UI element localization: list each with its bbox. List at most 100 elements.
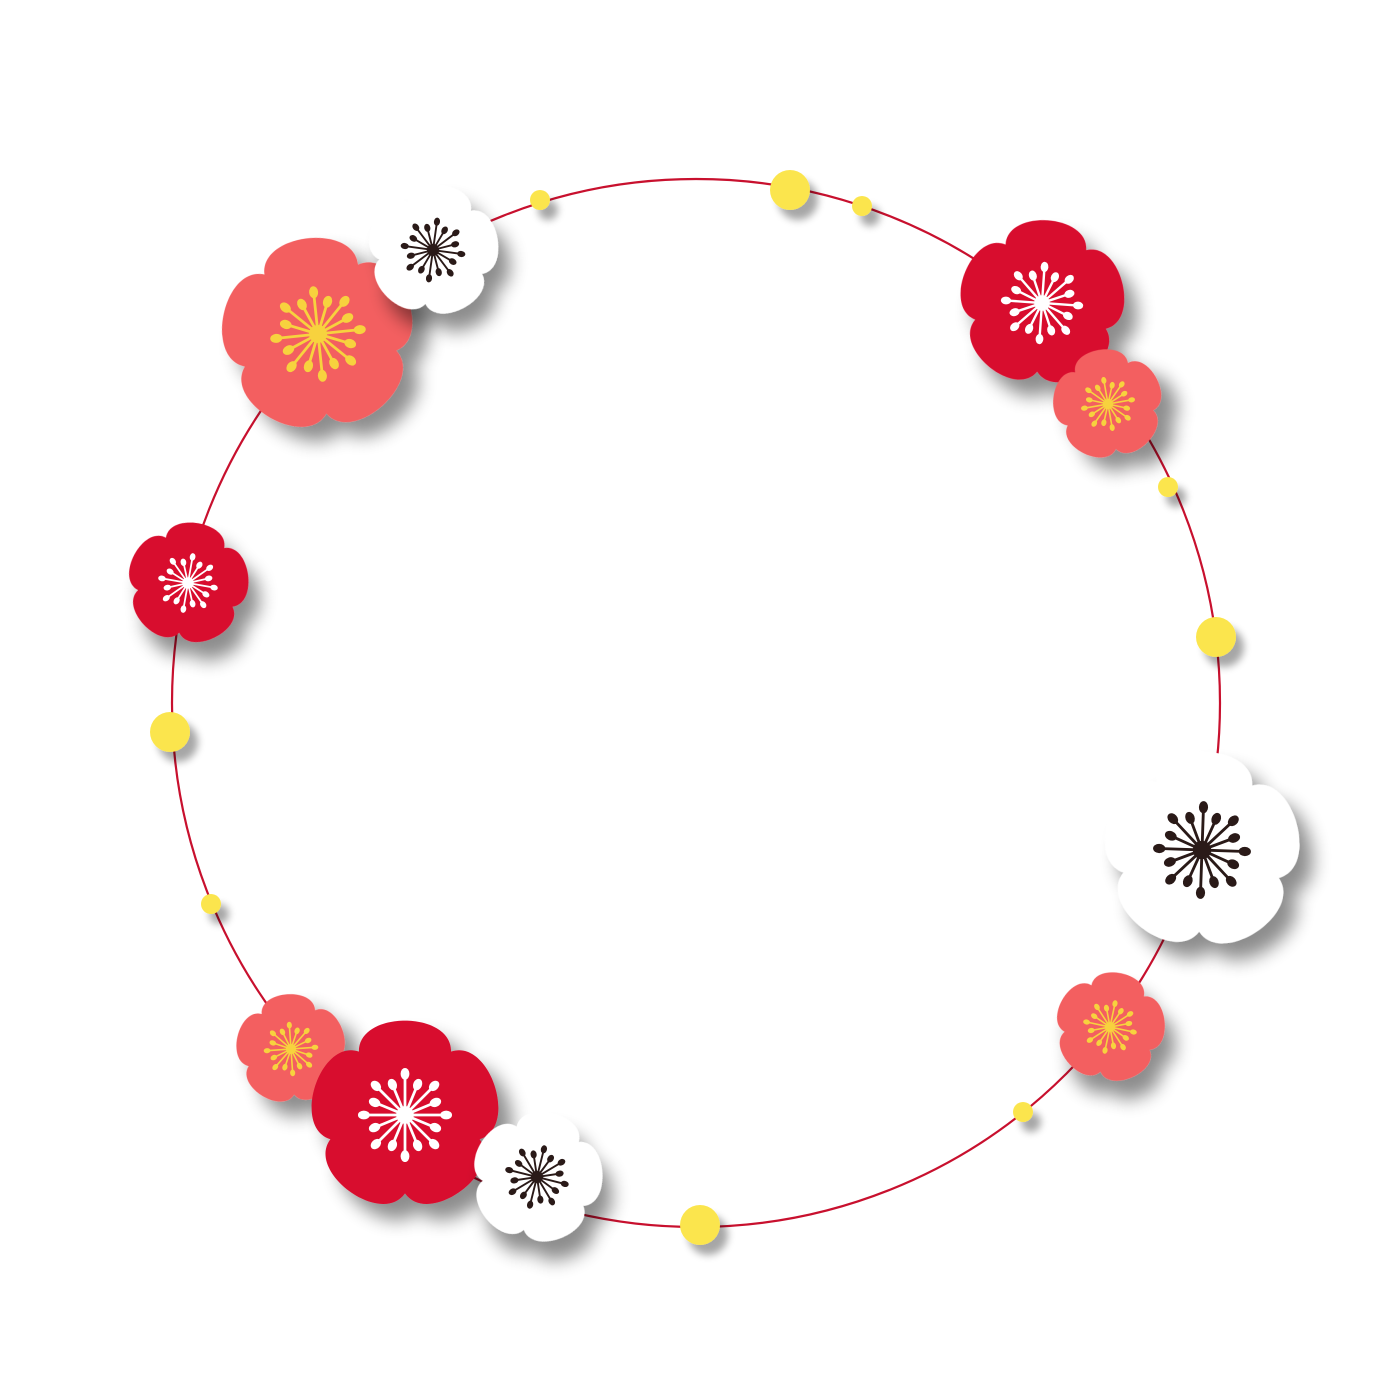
stamen-tip <box>412 1139 423 1152</box>
bead-dot <box>150 712 190 752</box>
stamen-tip <box>1094 384 1101 392</box>
stamen-tip <box>1115 416 1122 424</box>
stamen-tip <box>1024 323 1034 334</box>
stamen-tip <box>1087 1027 1095 1034</box>
stamen-tip <box>429 1122 442 1133</box>
flower-coral-top-left <box>222 237 413 427</box>
stamen-tip <box>341 313 354 323</box>
stamen-tip <box>1094 1003 1100 1011</box>
stamen-tip <box>368 1122 381 1133</box>
bead-dot <box>530 190 550 210</box>
stamen-tip <box>345 355 357 366</box>
flower-crimson-left <box>129 522 249 643</box>
stamen-tip <box>169 557 177 565</box>
stamen-tip <box>440 1110 453 1120</box>
stamen-tip <box>1062 311 1073 321</box>
stamen-tip <box>1028 270 1037 281</box>
stamen-tip <box>204 575 213 582</box>
stamen-tip <box>555 1170 564 1177</box>
stamen-tip <box>1227 815 1239 827</box>
stamen-tip <box>1125 1020 1133 1027</box>
stamen-tip <box>452 229 460 237</box>
stamen-tip <box>1227 859 1240 870</box>
stamen-tip <box>1064 274 1074 284</box>
stamen-tip <box>518 1148 526 1157</box>
stamen-tip <box>1228 833 1241 843</box>
bead-dot <box>770 170 810 210</box>
stamen-tip <box>1109 424 1115 431</box>
stamen-tip <box>548 1197 556 1206</box>
stamen-tip <box>1117 1008 1124 1015</box>
stamen-tip <box>1185 811 1195 824</box>
stamen-tip <box>297 298 307 311</box>
stamen-tip <box>1064 289 1075 298</box>
stamen-tip <box>526 1200 534 1209</box>
stamen-tip <box>1163 857 1176 867</box>
stamen-tip <box>263 1048 271 1054</box>
stamen-tip <box>353 325 366 335</box>
stamen-tip <box>505 1166 514 1174</box>
stamen-tip <box>344 338 357 349</box>
stamen-tip <box>1164 830 1177 841</box>
stamen-tip <box>451 241 460 248</box>
stamen-tip <box>435 268 442 277</box>
stamen-tip <box>329 357 339 370</box>
bead-dot <box>680 1205 720 1245</box>
stamen-tip <box>387 1078 398 1091</box>
stamen-tip <box>370 1080 382 1092</box>
stamen-tip <box>309 286 319 299</box>
stamen-tip <box>428 1080 440 1092</box>
stamen-center <box>309 325 327 343</box>
stamen-center <box>285 1043 297 1055</box>
stamen-tip <box>519 1191 527 1200</box>
stamen-center <box>426 243 440 257</box>
stamen-tip <box>279 1028 286 1036</box>
stamen-tip <box>1198 801 1209 814</box>
flower-crimson-top-right <box>960 220 1125 383</box>
stamen-tip <box>400 1067 410 1080</box>
stamen-tip <box>180 558 187 567</box>
stamen-tip <box>1123 405 1131 411</box>
bead-dot <box>852 196 872 216</box>
stamen-tip <box>1010 322 1020 332</box>
stamen-tip <box>1182 875 1193 888</box>
stamen-tip <box>448 258 457 265</box>
stamen-tip <box>1167 813 1179 825</box>
stamen-tip <box>424 223 431 232</box>
stamen-tip <box>202 591 210 598</box>
stamen-tip <box>163 584 172 591</box>
flower-coral-bottom-right <box>1057 972 1165 1081</box>
stamen-tip <box>290 1069 296 1077</box>
stamen-tip <box>1103 1004 1110 1012</box>
stamen-tip <box>560 1180 569 1188</box>
flower-white-right <box>1105 751 1300 944</box>
stamen-tip <box>317 369 327 382</box>
stamen-tip <box>412 1078 423 1091</box>
stamen-tip <box>368 1097 381 1108</box>
stamen-tip <box>173 597 180 605</box>
stamen-tip <box>1040 261 1049 273</box>
stamen-tip <box>1091 420 1098 427</box>
stamen-tip <box>1035 333 1044 345</box>
bead-dot <box>201 894 221 914</box>
stamen-tip <box>1238 846 1251 857</box>
stamen-tip <box>282 345 295 355</box>
bead-group <box>150 170 1236 1245</box>
stamen-tip <box>270 333 283 343</box>
stamen-tip <box>1209 876 1219 889</box>
stamen-tip <box>510 1177 519 1184</box>
stamen-tip <box>530 1150 537 1159</box>
stamen-tip <box>547 1154 555 1163</box>
stamen-tip <box>339 295 350 307</box>
flower-group <box>129 184 1300 1242</box>
flower-coral-bottom-left <box>236 994 345 1102</box>
stamen-tip <box>387 1139 398 1152</box>
stamen-tip <box>294 1027 300 1035</box>
stamen-tip <box>1083 1019 1090 1025</box>
stamen-tip <box>1128 397 1135 403</box>
stamen-tip <box>1126 1011 1134 1017</box>
stamen-tip <box>1211 812 1222 825</box>
stamen-tip <box>428 1138 440 1150</box>
stamen-tip <box>425 274 433 283</box>
